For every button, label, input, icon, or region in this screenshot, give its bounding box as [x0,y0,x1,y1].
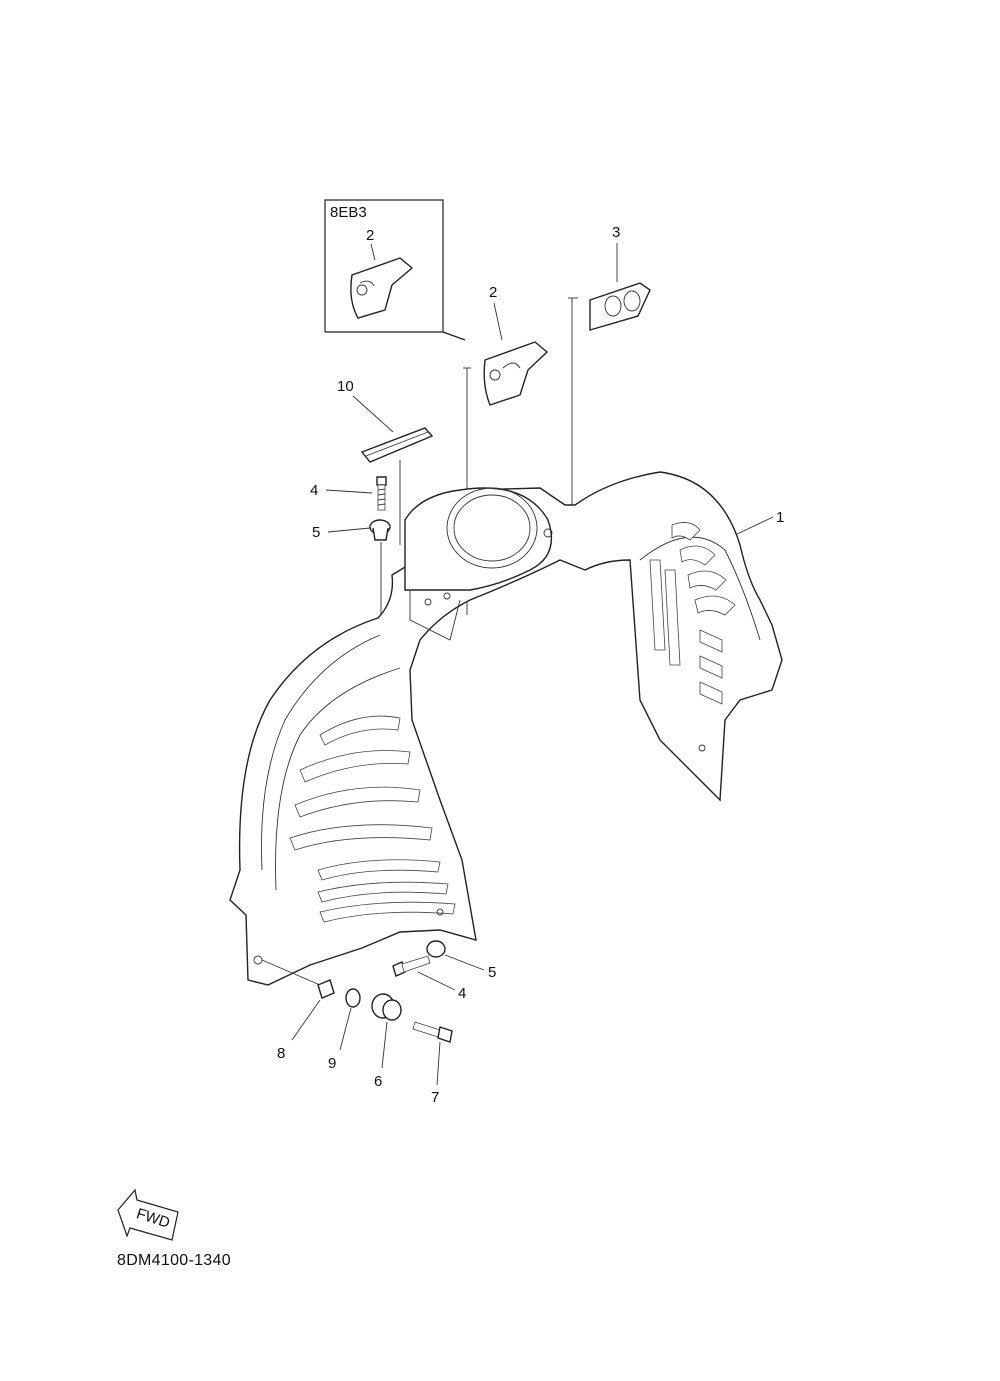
fwd-arrow-icon: FWD [117,1188,179,1241]
part-4-bottom-label: 4 [458,985,466,1002]
part-1-label: 1 [776,509,784,526]
part-2-label: 2 [489,284,497,301]
part-10-label: 10 [337,378,354,395]
part-7-label: 7 [431,1089,439,1106]
inset-part-label: 2 [366,227,374,244]
part-3-label: 3 [612,224,620,241]
part-10-strip: 10 [337,378,434,545]
part-5-top-label: 5 [312,524,320,541]
inset-code-label: 8EB3 [330,204,367,221]
bottom-fasteners: 5 4 8 9 6 7 [277,940,496,1106]
part-9-label: 9 [328,1055,336,1072]
part-8-label: 8 [277,1045,285,1062]
top-fasteners: 4 5 [310,476,391,625]
inset-bracket [350,257,414,319]
part-5-bottom-label: 5 [488,964,496,981]
part-4-top-label: 4 [310,482,318,499]
inset-box: 8EB3 2 [324,199,466,341]
part-6-label: 6 [374,1073,382,1090]
diagram-code: 8DM4100-1340 [117,1252,231,1269]
part-1-leg-shield: 1 [229,471,784,986]
